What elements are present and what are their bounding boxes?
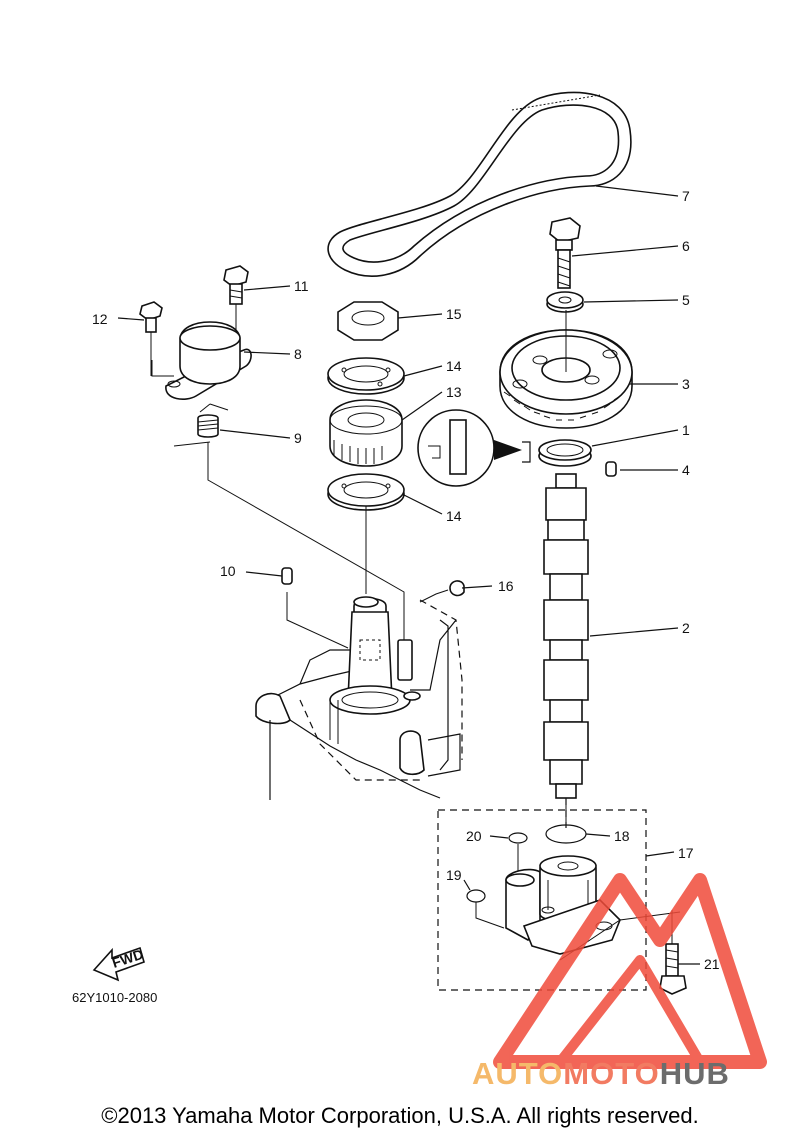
- callout-21: 21: [704, 956, 720, 972]
- timing-belt: [327, 91, 632, 277]
- oil-seal: [538, 439, 592, 467]
- callout-5: 5: [682, 292, 690, 308]
- callout-6: 6: [682, 238, 690, 254]
- belt-tensioner: [151, 321, 252, 400]
- gear: [329, 399, 403, 467]
- dowel-pin-small: [281, 567, 293, 614]
- watermark-moto: MOTO: [563, 1056, 660, 1091]
- callout-12: 12: [92, 311, 108, 327]
- tensioner-bolt: [223, 265, 249, 330]
- camshaft: [543, 473, 589, 828]
- watermark-auto: AUTO: [472, 1056, 564, 1091]
- plug: [449, 580, 465, 597]
- callout-16: 16: [498, 578, 514, 594]
- callout-7: 7: [682, 188, 690, 204]
- small-bolt: [139, 301, 163, 376]
- fwd-arrow-icon: FWD: [92, 946, 145, 982]
- camshaft-sprocket: [499, 310, 633, 429]
- diagram-code: 62Y1010-2080: [72, 990, 158, 1005]
- callout-18: 18: [614, 828, 630, 844]
- plate-upper: [327, 357, 405, 395]
- cylinder-head: [255, 596, 463, 800]
- assembly-lines: [207, 442, 449, 649]
- callout-9: 9: [294, 430, 302, 446]
- dowel-pin: [605, 461, 617, 477]
- callout-1: 1: [682, 422, 690, 438]
- spring: [173, 403, 229, 447]
- oil-pump-assembly: [437, 798, 681, 991]
- callout-20: 20: [466, 828, 482, 844]
- callout-15: 15: [446, 306, 462, 322]
- pump-bolt: [659, 910, 687, 995]
- cam-sprocket-bolt: [549, 217, 581, 289]
- callout-14-upper: 14: [446, 358, 462, 374]
- callout-2: 2: [682, 620, 690, 636]
- callouts: 7 6 5 3 1 4 2 8 9 10 11 12 13 14 14 15 1…: [92, 188, 720, 972]
- callout-14-lower: 14: [446, 508, 462, 524]
- leader-lines: [117, 185, 700, 965]
- callout-13: 13: [446, 384, 462, 400]
- callout-19: 19: [446, 867, 462, 883]
- copyright-notice: ©2013 Yamaha Motor Corporation, U.S.A. A…: [101, 1103, 699, 1128]
- callout-3: 3: [682, 376, 690, 392]
- seal-lip-detail-inset: [417, 409, 531, 487]
- callout-8: 8: [294, 346, 302, 362]
- callout-11: 11: [294, 278, 309, 294]
- watermark-hub: HUB: [659, 1056, 730, 1091]
- callout-4: 4: [682, 462, 690, 478]
- washer: [546, 291, 584, 313]
- watermark-logo: [493, 873, 767, 1069]
- callout-17: 17: [678, 845, 694, 861]
- callout-10: 10: [220, 563, 236, 579]
- plate-lower: [327, 473, 405, 594]
- watermark-text: AUTOMOTOHUB: [472, 1056, 730, 1092]
- nut: [337, 301, 399, 341]
